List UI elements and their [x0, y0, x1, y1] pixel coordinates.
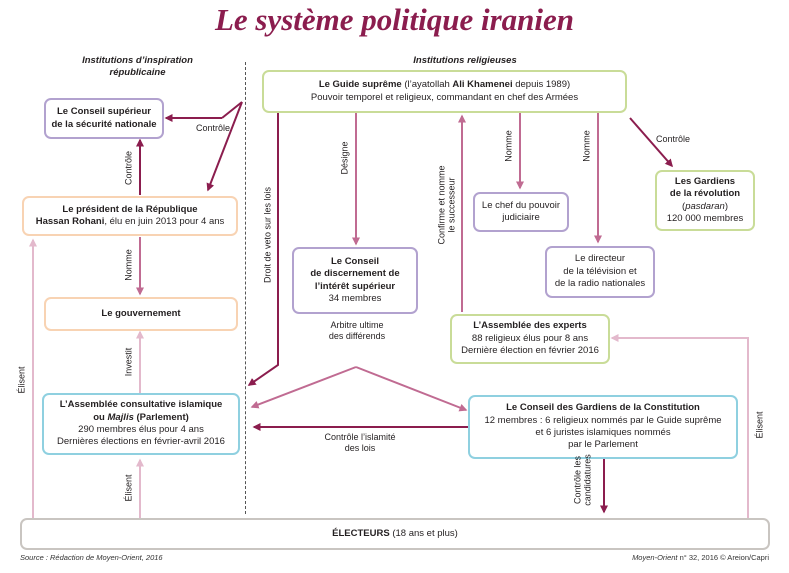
label-investit: Investit — [123, 347, 134, 377]
label-designe: Désigne — [339, 141, 350, 175]
section-divider — [245, 62, 246, 514]
arrow-arbitre-gardiens — [355, 366, 468, 412]
directeur-tv-box: Le directeur de la télévision et de la r… — [545, 246, 655, 298]
label-controle-conseil: Contrôle — [196, 123, 231, 133]
arrow-guide-veto — [247, 113, 279, 386]
guide-supreme-box: Le Guide suprême (l’ayatollah Ali Khamen… — [262, 70, 627, 113]
label-nomme-judiciaire: Nomme — [503, 130, 514, 162]
conseil-discernement-box: Le Conseil de discernement de l’intérêt … — [292, 247, 418, 314]
electeurs-box: ÉLECTEURS (18 ans et plus) — [20, 518, 770, 550]
arrow-electeurs-elisent-experts — [610, 334, 749, 518]
arrow-guide-to-conseil-securite — [221, 101, 243, 119]
arrow-guide-controle-gardiens — [629, 117, 673, 168]
gouvernement-box: Le gouvernement — [44, 297, 238, 331]
arrow-guide-to-president — [206, 101, 243, 192]
label-controle-president: Contrôle — [123, 150, 134, 186]
label-nomme-gouvernement: Nomme — [123, 249, 134, 281]
label-confirme: Confirme et nomme le successeur — [436, 165, 457, 245]
label-arbitre: Arbitre ultime des différends — [328, 320, 386, 342]
label-elisent-experts: Élisent — [754, 411, 765, 439]
label-controle-candidatures: Contrôle les candidatures — [572, 454, 593, 506]
label-controle-islamite: Contrôle l’islamité des lois — [324, 432, 396, 454]
arrow-arbitre-majlis — [250, 366, 357, 409]
source-note: Source : Rédaction de Moyen-Orient, 2016 — [20, 553, 163, 562]
label-controle-gardiens: Contrôle — [656, 134, 691, 144]
conseil-gardiens-box: Le Conseil des Gardiens de la Constituti… — [468, 395, 738, 459]
section-heading-religious: Institutions religieuses — [413, 55, 517, 66]
assemblee-experts-box: L’Assemblée des experts 88 religieux élu… — [450, 314, 610, 364]
label-nomme-directeur: Nomme — [581, 130, 592, 162]
label-droit-veto: Droit de veto sur les lois — [262, 186, 273, 284]
assemblee-consultative-box: L’Assemblée consultative islamique ou Ma… — [42, 393, 240, 455]
label-elisent-president: Élisent — [16, 366, 27, 394]
conseil-securite-box: Le Conseil supérieur de la sécurité nati… — [44, 98, 164, 139]
chef-judiciaire-box: Le chef du pouvoir judiciaire — [473, 192, 569, 232]
label-elisent-majlis: Élisent — [123, 474, 134, 502]
credit-note: Moyen-Orient n° 32, 2016 © Areion/Capri — [632, 553, 769, 562]
gardiens-revolution-box: Les Gardiens de la révolution (pasdaran)… — [655, 170, 755, 231]
president-box: Le président de la République Hassan Roh… — [22, 196, 238, 236]
page-title: Le système politique iranien — [214, 2, 575, 37]
section-heading-republican: Institutions d’inspiration républicaine — [82, 55, 193, 78]
